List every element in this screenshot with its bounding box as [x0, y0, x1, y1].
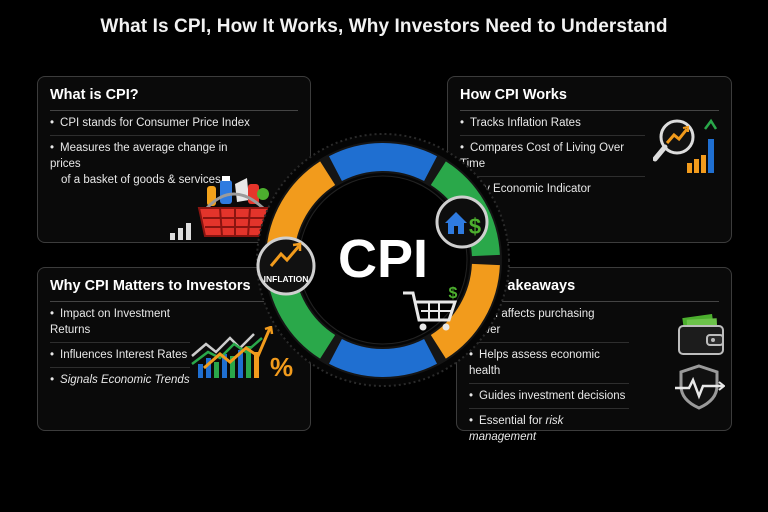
svg-text:$: $	[469, 214, 481, 239]
list-item: Measures the average change in pricesof …	[50, 136, 260, 192]
rising-arrow-icon	[269, 245, 301, 267]
panel-why-cpi-matters: Why CPI Matters to Investors Impact on I…	[37, 267, 311, 431]
panel-heading: What is CPI?	[50, 87, 298, 111]
svg-text:%: %	[270, 352, 293, 382]
wallet-icon	[678, 314, 724, 355]
house-dollar-icon: $	[435, 195, 489, 249]
panel-key-takeaways: Key Takeaways CPI affects purchasing pow…	[456, 267, 732, 443]
shopping-cart-dollar-icon: $	[403, 285, 458, 331]
shield-heartbeat-icon	[675, 364, 725, 410]
bar-chart-icon	[170, 223, 191, 240]
page-title: What Is CPI, How It Works, Why Investors…	[100, 16, 668, 37]
stock-chart-percent-icon: %	[191, 326, 293, 382]
list-item: Signals Economic Trends	[50, 368, 190, 392]
cpi-ring-diagram: CPI INFLATION $ $	[256, 133, 510, 387]
cpi-label: CPI	[338, 229, 428, 289]
list-item: Essential for risk management	[469, 409, 629, 449]
inflation-badge: INFLATION	[256, 236, 316, 296]
svg-text:INFLATION: INFLATION	[264, 274, 309, 284]
panel-what-is-cpi: What is CPI? CPI stands for Consumer Pri…	[37, 76, 311, 243]
magnifier-chart-icon	[653, 118, 718, 173]
ring-segment	[430, 263, 500, 359]
list-item: Impact on Investment Returns	[50, 302, 190, 343]
ring-segment	[328, 143, 438, 182]
svg-text:$: $	[449, 285, 458, 302]
panel-heading: How CPI Works	[460, 87, 719, 111]
list-item: Influences Interest Rates	[50, 343, 190, 368]
ring-segment	[328, 338, 438, 377]
list-item: Key Economic Indicator	[460, 177, 645, 201]
list-item: CPI stands for Consumer Price Index	[50, 111, 260, 136]
